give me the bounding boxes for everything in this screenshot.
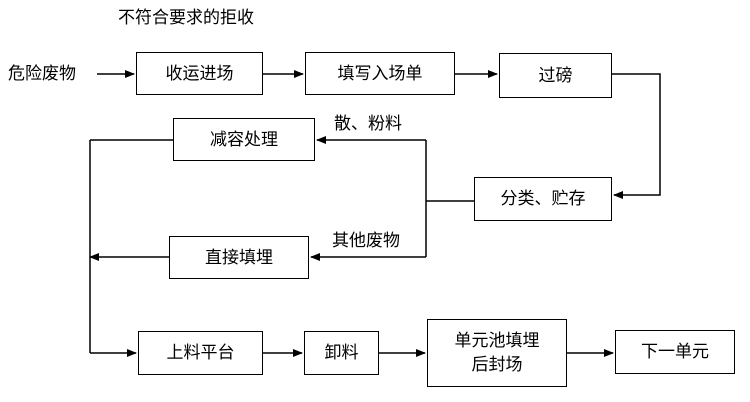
node-classify-label: 分类、贮存 [500, 189, 586, 209]
node-receive-label: 收运进场 [165, 63, 234, 84]
node-fill-form: 填写入场单 [305, 52, 455, 95]
node-weigh-label: 过磅 [538, 65, 573, 86]
node-platform: 上料平台 [138, 331, 263, 375]
node-direct-fill-label: 直接填埋 [205, 247, 273, 268]
node-next-unit: 下一单元 [615, 330, 735, 374]
diagram-title: 不符合要求的拒收 [118, 8, 254, 28]
node-receive: 收运进场 [136, 52, 263, 95]
node-reduce: 减容处理 [173, 118, 315, 161]
arrow-weigh-to-classify [612, 73, 661, 199]
node-seal-label-line2: 后封场 [471, 355, 523, 375]
node-unload-label: 卸料 [324, 343, 359, 363]
input-label: 危险废物 [8, 64, 76, 84]
node-unload: 卸料 [304, 331, 379, 375]
node-seal: 单元池填埋 后封场 [427, 319, 567, 387]
edge-label-bulk-powder: 散、粉料 [334, 114, 402, 134]
node-fill-form-label: 填写入场单 [337, 63, 423, 84]
node-next-unit-label: 下一单元 [641, 342, 709, 362]
node-direct-fill: 直接填埋 [169, 236, 309, 279]
node-platform-label: 上料平台 [166, 343, 235, 363]
edge-label-other-waste: 其他废物 [332, 231, 400, 251]
node-reduce-label: 减容处理 [210, 129, 278, 150]
node-classify: 分类、贮存 [474, 177, 612, 221]
node-seal-label-line1: 单元池填埋 [454, 331, 540, 351]
node-weigh: 过磅 [499, 53, 612, 98]
